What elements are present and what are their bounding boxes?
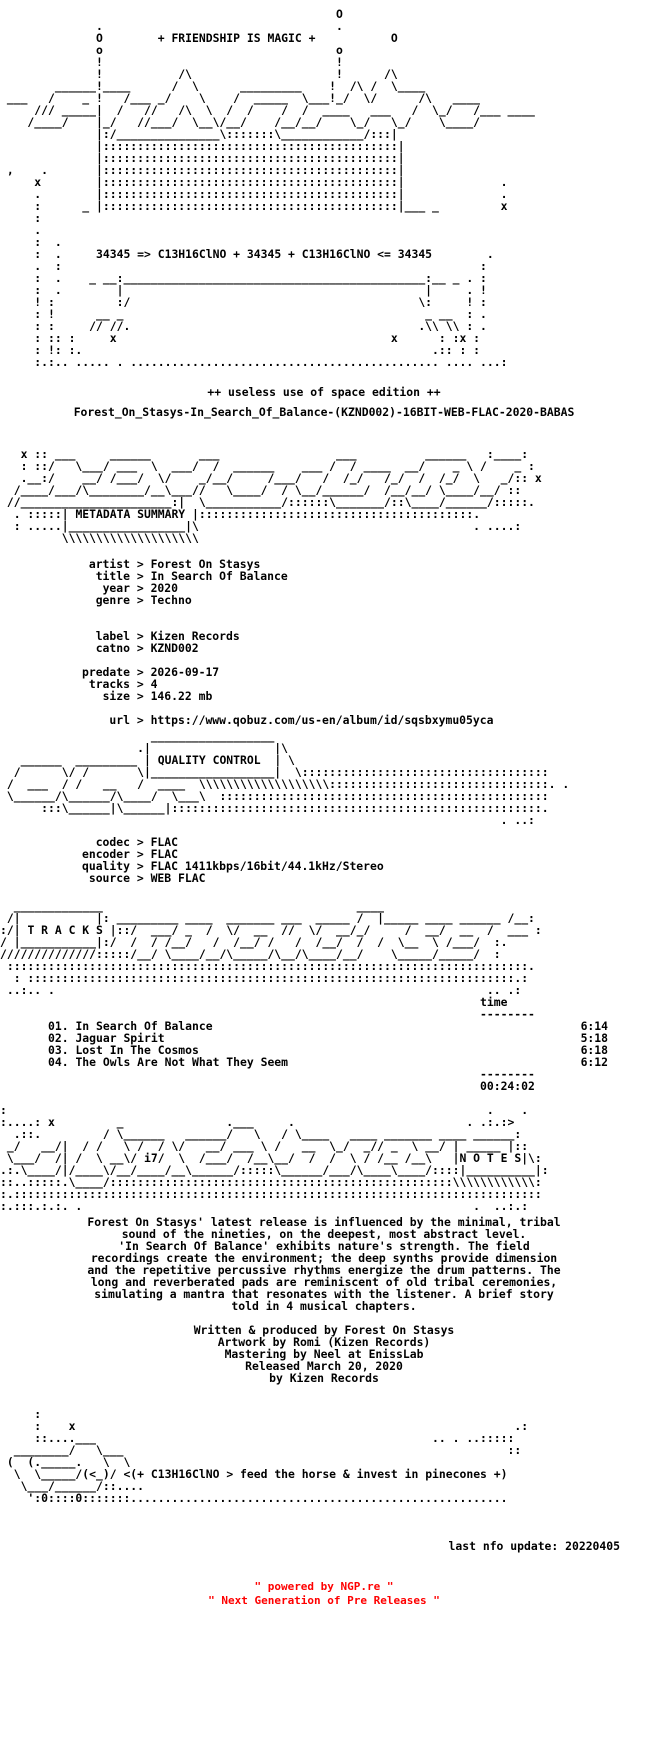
footer-tagline: <(+ C13H16ClNO > feed the horse & invest… <box>123 1467 508 1481</box>
album-url-link[interactable]: https://www.qobuz.com/us-en/album/id/sqs… <box>150 713 494 727</box>
tracks-banner: _____________ ____ /| |: _________ ____ … <box>0 899 542 997</box>
metadata-banner-bottom: : .....|_________________|\ . ....: \\\\… <box>13 519 522 545</box>
metadata-heading: METADATA SUMMARY <box>75 507 186 521</box>
track-time: 5:18 <box>580 1031 608 1045</box>
footer-powered-by: " powered by NGP.re " " Next Generation … <box>0 1580 648 1608</box>
quality-row-quality: quality > FLAC 1411kbps/16bit/44.1kHz/St… <box>81 859 384 873</box>
meta-row-size: size > 146.22 mb <box>102 689 213 703</box>
meta-row-title: title > In Search Of Balance <box>95 569 288 583</box>
meta-row-label: label > Kizen Records <box>95 629 240 643</box>
metadata-banner: x :: ___ ______ ___ ___ ______ :____: : … <box>6 447 542 521</box>
edition-line: ++ useless use of space edition ++ <box>0 386 648 398</box>
track-title: Jaguar Spirit <box>75 1031 165 1045</box>
footer-art: : : x .: ::....___ .. . ..::::: ________… <box>6 1407 529 1505</box>
last-update: last nfo update: 20220405 <box>448 1539 620 1553</box>
track-time: 6:12 <box>580 1055 608 1069</box>
meta-row-year: year > 2020 <box>102 581 179 595</box>
meta-row-predate: predate > 2026-09-17 <box>81 665 220 679</box>
metadata-list: artist > Forest On Stasys title > In Sea… <box>0 558 648 726</box>
quality-row-codec: codec > FLAC <box>95 835 179 849</box>
meta-row-url: url > https://www.qobuz.com/us-en/album/… <box>109 713 494 727</box>
powered-by-text: " powered by NGP.re " <box>254 1580 394 1593</box>
release-name-line: Forest_On_Stasys-In_Search_Of_Balance-(K… <box>0 406 648 418</box>
track-title: In Search Of Balance <box>75 1019 213 1033</box>
track-time: 6:18 <box>580 1043 608 1057</box>
ngp-text: " Next Generation of Pre Releases " <box>208 1594 440 1607</box>
total-time: 00:24:02 <box>480 1079 535 1093</box>
total-rule: -------- <box>480 1067 535 1081</box>
meta-row-genre: genre > Techno <box>95 593 192 607</box>
quality-row-encoder: encoder > FLAC <box>81 847 179 861</box>
time-header-rule: -------- <box>480 1007 535 1021</box>
track-title: The Owls Are Not What They Seem <box>75 1055 289 1069</box>
quality-banner: __________________ .| |\ ______ ________… <box>6 729 570 827</box>
notes-heading: N O T E S <box>459 1151 522 1165</box>
notes-banner-bottom: :.:::.:.:. . . ..:.: <box>0 1199 529 1213</box>
credits: Written & produced by Forest On Stasys A… <box>193 1323 455 1385</box>
edition-text: ++ useless use of space edition ++ <box>207 385 441 399</box>
quality-row-source: source > WEB FLAC <box>88 871 206 885</box>
formula-text: 34345 => C13H16ClNO + 34345 + C13H16ClNO… <box>96 247 433 261</box>
release-name: Forest_On_Stasys-In_Search_Of_Balance-(K… <box>73 405 575 419</box>
formula-line: : . 34345 => C13H16ClNO + 34345 + C13H16… <box>0 247 494 261</box>
top-logo-art: O . . O + FRIENDSHIP IS MAGIC + O o o ! <box>6 7 535 249</box>
quality-list: codec > FLAC encoder > FLAC quality > FL… <box>0 836 648 884</box>
frame-art: . : : : . _ __:_________________________… <box>34 259 508 369</box>
meta-row-catno: catno > KZND002 <box>95 641 199 655</box>
header-title: + FRIENDSHIP IS MAGIC + <box>157 31 316 45</box>
track-title: Lost In The Cosmos <box>75 1043 199 1057</box>
tracks-heading: T R A C K S <box>27 923 103 937</box>
meta-row-tracks: tracks > 4 <box>88 677 158 691</box>
notes-paragraph: Forest On Stasys' latest release is infl… <box>87 1215 561 1313</box>
track-time: 6:14 <box>580 1019 608 1033</box>
quality-heading: QUALITY CONTROL <box>157 753 261 767</box>
time-header: time <box>480 995 508 1009</box>
meta-row-artist: artist > Forest On Stasys <box>88 557 261 571</box>
notes-banner: : . . :....: x _ .___ . . .:.:> .::. / \… <box>0 1103 549 1201</box>
